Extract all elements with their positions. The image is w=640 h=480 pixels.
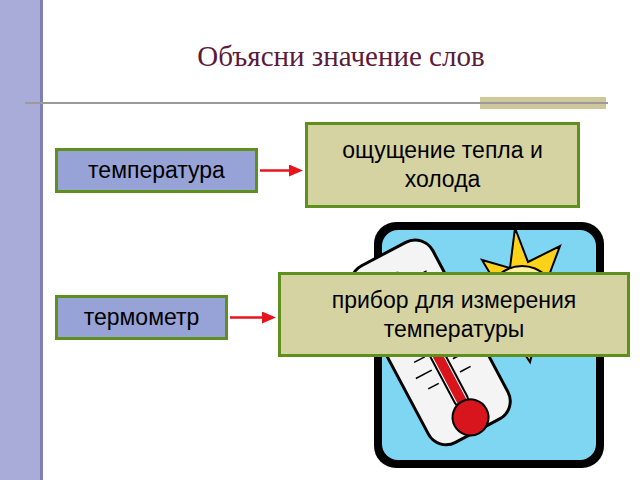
definition-box: прибор для измерения температуры — [278, 272, 630, 357]
definition-box: ощущение тепла и холода — [305, 122, 580, 208]
accent-bar — [480, 97, 606, 102]
box-text: термометр — [84, 303, 200, 332]
side-bar — [0, 0, 42, 480]
term-box: термометр — [55, 295, 228, 340]
box-text: температура — [88, 156, 225, 185]
arrow-connector — [230, 316, 262, 319]
term-box: температура — [55, 148, 258, 193]
slide-title: Объясни значение слов — [42, 40, 640, 73]
title-rule — [25, 102, 608, 104]
box-text: прибор для измерения температуры — [289, 286, 619, 344]
side-bar-edge — [40, 0, 43, 480]
box-text: ощущение тепла и холода — [316, 136, 569, 194]
accent-bar — [480, 104, 606, 109]
arrow-connector — [260, 169, 289, 172]
